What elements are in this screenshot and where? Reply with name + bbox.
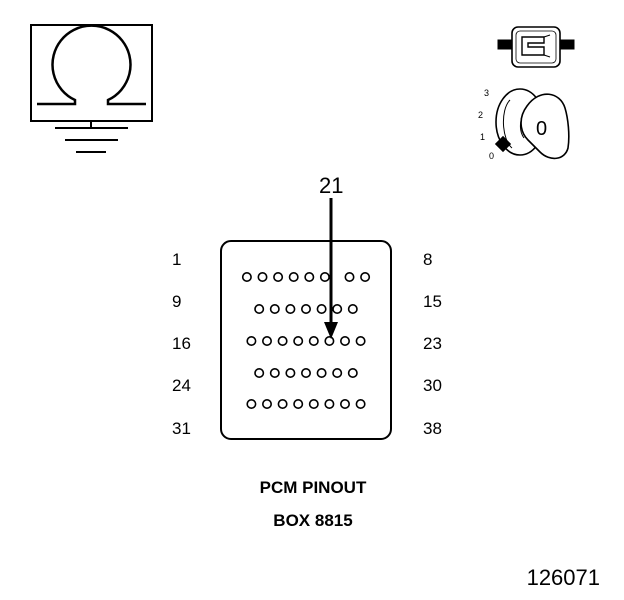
pin-hole bbox=[332, 303, 343, 314]
pin-hole bbox=[316, 367, 327, 378]
row-2-end-label: 15 bbox=[423, 292, 442, 311]
pin-hole bbox=[257, 271, 268, 282]
pin-hole bbox=[277, 335, 288, 346]
ignition-position-1: 1 bbox=[480, 132, 486, 142]
pin-hole bbox=[300, 367, 311, 378]
ohm-meter-ground-icon bbox=[30, 24, 153, 153]
pin-hole bbox=[293, 335, 304, 346]
pin-hole bbox=[355, 398, 366, 409]
pin-hole bbox=[285, 303, 296, 314]
pin-hole bbox=[246, 398, 257, 409]
row-4-end-label: 30 bbox=[423, 376, 442, 395]
callout-arrow bbox=[324, 198, 338, 339]
pin-grid bbox=[241, 271, 371, 409]
pin-hole bbox=[300, 303, 311, 314]
row-1-start-label: 1 bbox=[172, 250, 182, 269]
pin-hole bbox=[269, 367, 280, 378]
pin-hole bbox=[319, 271, 330, 282]
row-1-end-label: 8 bbox=[423, 250, 433, 269]
pin-hole bbox=[339, 335, 350, 346]
pin-hole bbox=[324, 398, 335, 409]
ignition-position-0: 0 bbox=[489, 151, 495, 161]
row-5-end-label: 38 bbox=[423, 419, 442, 438]
pin-hole bbox=[360, 271, 371, 282]
figure-number: 126071 bbox=[526, 565, 600, 590]
ignition-key-position: 0 bbox=[536, 118, 548, 140]
pin-hole bbox=[261, 335, 272, 346]
pin-hole bbox=[254, 367, 265, 378]
pin-hole bbox=[246, 335, 257, 346]
pin-hole bbox=[241, 271, 252, 282]
pin-hole bbox=[347, 367, 358, 378]
pin-hole bbox=[308, 335, 319, 346]
ignition-position-3: 3 bbox=[484, 88, 490, 98]
pin-hole bbox=[269, 303, 280, 314]
pin-hole-highlighted bbox=[324, 335, 335, 346]
caption-subtitle: BOX 8815 bbox=[273, 511, 353, 530]
pin-hole bbox=[304, 271, 315, 282]
pin-hole bbox=[293, 398, 304, 409]
ignition-key-icon bbox=[494, 88, 570, 160]
row-2-start-label: 9 bbox=[172, 292, 182, 311]
callout-pin-label: 21 bbox=[319, 173, 344, 198]
row-4-start-label: 24 bbox=[172, 376, 191, 395]
pin-hole bbox=[344, 271, 355, 282]
pin-hole bbox=[308, 398, 319, 409]
row-3-start-label: 16 bbox=[172, 334, 191, 353]
pin-hole bbox=[285, 367, 296, 378]
row-3-end-label: 23 bbox=[423, 334, 442, 353]
ignition-position-2: 2 bbox=[478, 110, 484, 120]
pin-hole bbox=[261, 398, 272, 409]
row-5-start-label: 31 bbox=[172, 419, 191, 438]
pin-hole bbox=[277, 398, 288, 409]
pin-hole bbox=[339, 398, 350, 409]
pin-hole bbox=[347, 303, 358, 314]
pin-hole bbox=[316, 303, 327, 314]
pin-hole bbox=[254, 303, 265, 314]
connector-plug-icon bbox=[497, 26, 575, 68]
pin-hole bbox=[273, 271, 284, 282]
pin-hole bbox=[332, 367, 343, 378]
connector-body bbox=[220, 240, 392, 440]
caption-title: PCM PINOUT bbox=[259, 478, 367, 497]
pin-hole bbox=[288, 271, 299, 282]
pin-hole bbox=[355, 335, 366, 346]
